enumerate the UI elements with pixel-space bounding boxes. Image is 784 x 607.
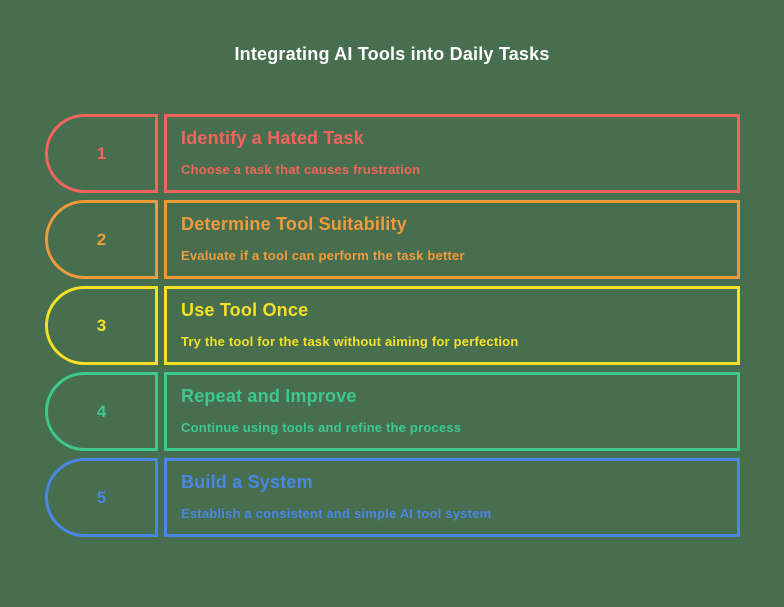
step-number-pill: 4 — [45, 372, 158, 451]
step-number-pill: 5 — [45, 458, 158, 537]
step-title: Use Tool Once — [181, 300, 309, 320]
step-content-box: Build a System Establish a consistent an… — [164, 458, 740, 537]
step-title: Identify a Hated Task — [181, 128, 364, 148]
step-row: 1 Identify a Hated Task Choose a task th… — [45, 114, 740, 193]
step-description: Try the tool for the task without aiming… — [181, 334, 519, 349]
step-number: 3 — [96, 315, 107, 335]
step-content-box: Repeat and Improve Continue using tools … — [164, 372, 740, 451]
step-number: 2 — [96, 229, 107, 249]
step-description: Evaluate if a tool can perform the task … — [181, 248, 465, 263]
step-row: 3 Use Tool Once Try the tool for the tas… — [45, 286, 740, 365]
step-row: 2 Determine Tool Suitability Evaluate if… — [45, 200, 740, 279]
step-row: 4 Repeat and Improve Continue using tool… — [45, 372, 740, 451]
step-title: Repeat and Improve — [181, 386, 357, 406]
step-row: 5 Build a System Establish a consistent … — [45, 458, 740, 537]
step-number-pill: 2 — [45, 200, 158, 279]
step-content-box: Determine Tool Suitability Evaluate if a… — [164, 200, 740, 279]
step-number: 4 — [96, 401, 107, 421]
step-content-box: Use Tool Once Try the tool for the task … — [164, 286, 740, 365]
step-number: 1 — [96, 143, 107, 163]
page-title: Integrating AI Tools into Daily Tasks — [234, 44, 550, 64]
step-number-pill: 1 — [45, 114, 158, 193]
step-content-box: Identify a Hated Task Choose a task that… — [164, 114, 740, 193]
step-number-pill: 3 — [45, 286, 158, 365]
step-title: Build a System — [181, 472, 313, 492]
steps-list: 1 Identify a Hated Task Choose a task th… — [45, 114, 740, 537]
step-description: Establish a consistent and simple AI too… — [181, 506, 492, 521]
step-description: Continue using tools and refine the proc… — [181, 420, 462, 435]
step-title: Determine Tool Suitability — [181, 214, 407, 234]
step-number: 5 — [96, 487, 107, 507]
step-description: Choose a task that causes frustration — [181, 162, 421, 177]
